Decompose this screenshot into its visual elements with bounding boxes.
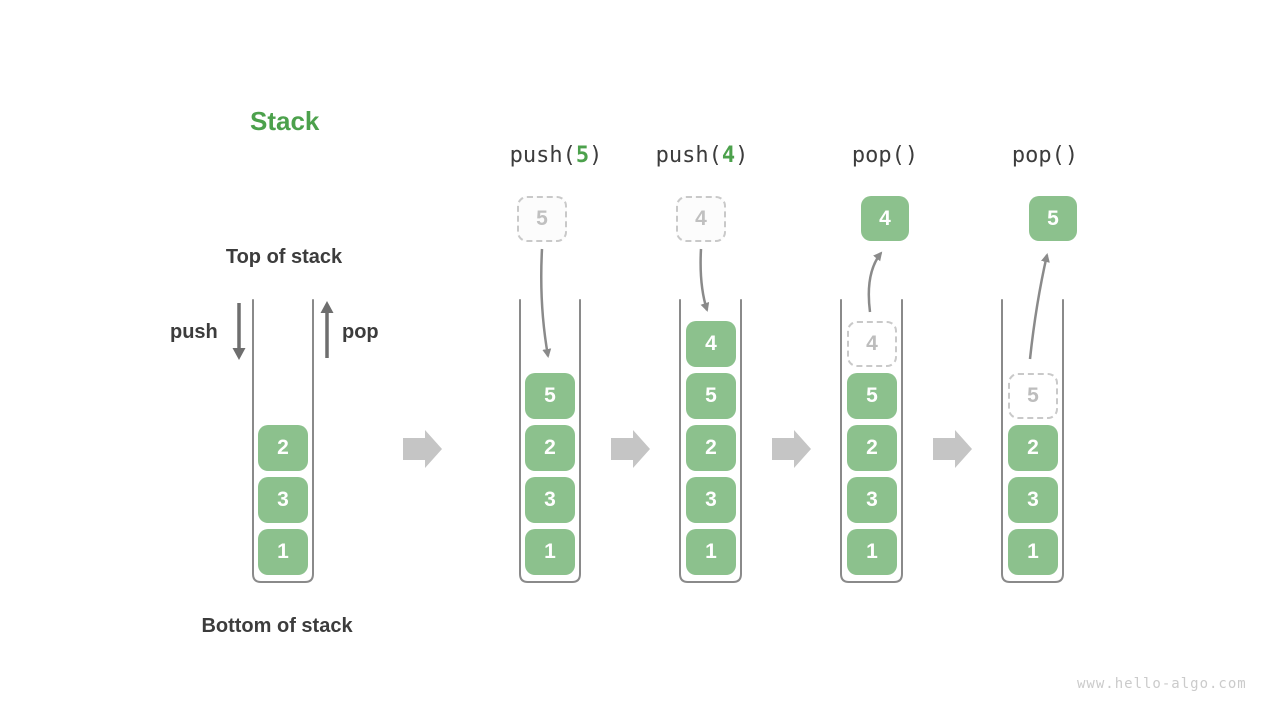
operation-label: push(4) — [656, 142, 749, 170]
incoming-value-ghost-box: 4 — [676, 196, 726, 242]
stack-cell: 1 — [525, 529, 575, 575]
pop-flow-arrow-icon — [867, 251, 883, 313]
pop-label: pop — [342, 321, 379, 343]
stack-cell: 2 — [525, 425, 575, 471]
op-suffix: ) — [904, 143, 919, 168]
push-down-arrow-icon — [232, 303, 246, 360]
stack-cell: 3 — [686, 477, 736, 523]
step-arrow-right-icon — [933, 430, 972, 468]
stack-cell: 1 — [847, 529, 897, 575]
push-label: push — [170, 321, 218, 343]
stack-cell-ghost: 5 — [1008, 373, 1058, 419]
stack-cell: 5 — [847, 373, 897, 419]
op-suffix: ) — [589, 143, 603, 168]
step-arrow-right-icon — [772, 430, 811, 468]
stack-container — [840, 299, 903, 583]
op-arg: 5 — [575, 143, 590, 168]
operation-label: pop() — [852, 142, 918, 170]
op-prefix: pop( — [851, 143, 905, 168]
bottom-of-stack-label: Bottom of stack — [201, 615, 353, 637]
op-prefix: pop( — [1011, 143, 1065, 168]
pop-flow-arrow-icon — [1028, 253, 1050, 360]
pop-up-arrow-icon — [320, 301, 334, 358]
stack-cell: 3 — [847, 477, 897, 523]
stack-container — [519, 299, 581, 583]
step-arrow-right-icon — [403, 430, 442, 468]
op-suffix: ) — [1064, 143, 1079, 168]
stack-cell: 3 — [258, 477, 308, 523]
stack-cell: 3 — [525, 477, 575, 523]
stack-cell-ghost: 4 — [847, 321, 897, 367]
op-prefix: push( — [509, 143, 576, 168]
op-prefix: push( — [655, 143, 722, 168]
step-arrow-right-icon — [611, 430, 650, 468]
stack-cell: 5 — [686, 373, 736, 419]
popped-value-box: 4 — [861, 196, 909, 241]
op-arg: 4 — [721, 143, 736, 168]
stack-cell: 2 — [686, 425, 736, 471]
stack-container — [679, 299, 742, 583]
watermark: www.hello-algo.com — [1077, 676, 1247, 692]
operation-label: pop() — [1012, 142, 1078, 170]
push-flow-arrow-icon — [540, 248, 552, 358]
stack-cell: 3 — [1008, 477, 1058, 523]
stack-cell: 5 — [525, 373, 575, 419]
stack-cell: 1 — [258, 529, 308, 575]
op-suffix: ) — [735, 143, 749, 168]
stack-cell: 4 — [686, 321, 736, 367]
top-of-stack-label: Top of stack — [225, 246, 343, 268]
operation-label: push(5) — [510, 142, 603, 170]
stack-cell: 2 — [258, 425, 308, 471]
push-flow-arrow-icon — [699, 248, 710, 312]
stack-cell: 1 — [686, 529, 736, 575]
stack-container — [1001, 299, 1064, 583]
page-title: Stack — [250, 106, 320, 136]
popped-value-box: 5 — [1029, 196, 1077, 241]
stack-cell: 2 — [1008, 425, 1058, 471]
stack-cell: 2 — [847, 425, 897, 471]
incoming-value-ghost-box: 5 — [517, 196, 567, 242]
stack-cell: 1 — [1008, 529, 1058, 575]
stack-container — [252, 299, 314, 583]
